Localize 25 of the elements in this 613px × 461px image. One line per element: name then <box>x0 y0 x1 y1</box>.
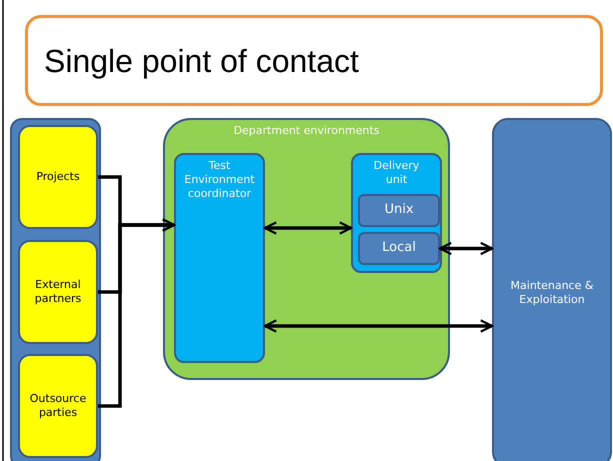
arrow <box>264 221 352 235</box>
source-box <box>18 354 98 458</box>
node-label: Outsource parties <box>28 392 88 420</box>
unit-box <box>351 153 442 273</box>
node-label: Test Environment coordinator <box>183 159 256 200</box>
node-label: External partners <box>34 278 82 306</box>
node-label: Delivery unit <box>372 159 420 186</box>
department-container <box>163 118 450 380</box>
node-label: Maintenance & Exploitation <box>510 279 594 307</box>
node-label: Local <box>382 240 416 257</box>
group-panel <box>10 118 101 461</box>
title-box <box>25 15 603 106</box>
node-label: Department environments <box>234 124 380 138</box>
maintenance-box <box>492 118 612 461</box>
environment-box <box>358 194 440 227</box>
environment-box <box>358 232 440 265</box>
node-label: Unix <box>384 202 414 219</box>
arrow <box>438 242 494 256</box>
source-box <box>18 240 98 344</box>
source-box <box>18 125 98 229</box>
title-text: Single point of contact <box>44 42 359 80</box>
arrow <box>98 218 176 408</box>
unit-box <box>174 153 265 363</box>
node-label: Projects <box>36 170 80 184</box>
arrow <box>264 319 494 333</box>
